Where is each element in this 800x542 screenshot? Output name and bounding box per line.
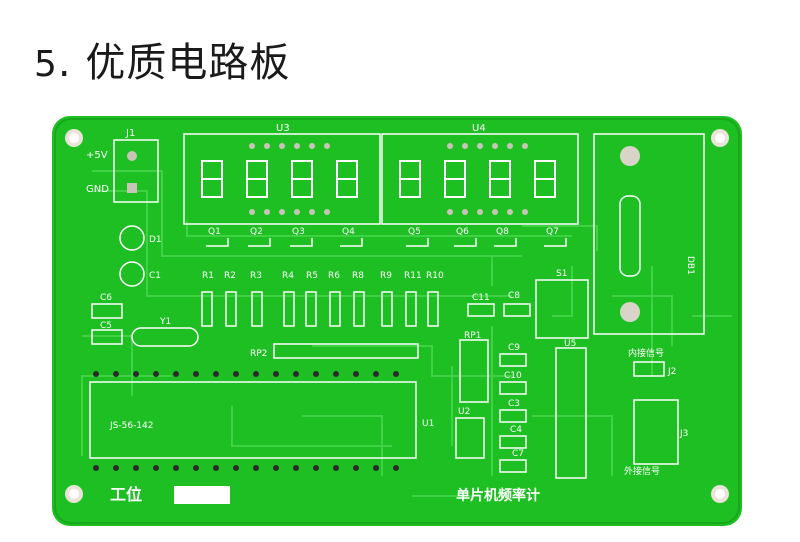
d1-outline <box>119 225 145 251</box>
label-inner-signal: 内接信号 <box>628 347 664 359</box>
label-u5: U5 <box>564 339 576 349</box>
c8-outline <box>503 303 531 317</box>
label-j3: J3 <box>679 429 688 439</box>
label-j2: J2 <box>667 367 676 377</box>
resistor-outlines <box>201 291 439 327</box>
u3-outline <box>183 133 381 225</box>
label-y1: Y1 <box>159 317 171 327</box>
board-mask <box>52 116 742 526</box>
heading-number: 5 <box>34 44 58 85</box>
u4-outline <box>381 133 579 225</box>
label-q7: Q7 <box>546 227 559 237</box>
pcb-board: J1 +5V GND U3 U4 DB1 D1 C1 C6 C5 Y1 Q1 Q… <box>52 116 742 526</box>
label-q5: Q5 <box>408 227 421 237</box>
u5-outline <box>555 347 587 479</box>
label-r4: R4 <box>282 271 294 281</box>
label-gnd: GND <box>86 184 109 195</box>
label-r3: R3 <box>250 271 262 281</box>
transistor-labels: Q1 Q2 Q3 Q4 Q5 Q6 Q8 Q7 <box>208 227 559 237</box>
label-c1: C1 <box>149 271 161 281</box>
seven-segment-digits <box>201 160 556 198</box>
label-outer-signal: 外接信号 <box>624 465 660 477</box>
label-c6: C6 <box>100 293 112 303</box>
rp1-outline <box>459 339 489 403</box>
label-u2: U2 <box>458 407 470 417</box>
label-q4: Q4 <box>342 227 355 237</box>
label-u1: U1 <box>422 419 434 429</box>
label-board-title: 单片机频率计 <box>456 487 540 504</box>
u2-outline <box>455 417 485 459</box>
label-c10: C10 <box>504 371 522 381</box>
db1-hole-bottom <box>620 302 640 322</box>
transistor-outlines <box>206 238 567 247</box>
board-edge <box>54 118 740 524</box>
label-r1: R1 <box>202 271 214 281</box>
label-q2: Q2 <box>250 227 263 237</box>
j2-outline <box>633 361 665 377</box>
j3-outline <box>633 399 679 465</box>
label-plus5v: +5V <box>86 150 108 161</box>
label-q1: Q1 <box>208 227 221 237</box>
label-c7: C7 <box>512 449 524 459</box>
c9-outline <box>499 353 527 367</box>
rp2-outline <box>273 343 419 359</box>
label-c8: C8 <box>508 291 520 301</box>
j1-outline <box>113 139 159 203</box>
c3-outline <box>499 409 527 423</box>
db1-hole-top <box>620 146 640 166</box>
label-r9: R9 <box>380 271 392 281</box>
db1-outline <box>593 133 705 335</box>
label-r8: R8 <box>352 271 364 281</box>
label-u3: U3 <box>276 123 290 134</box>
label-station: 工位 <box>110 485 142 504</box>
y1-outline <box>131 327 199 347</box>
label-c3: C3 <box>508 399 520 409</box>
mounting-holes <box>65 129 729 503</box>
display-pads <box>249 143 528 215</box>
label-s1: S1 <box>556 269 567 279</box>
label-r2: R2 <box>224 271 236 281</box>
c1-outline <box>119 261 145 287</box>
label-q8: Q8 <box>496 227 509 237</box>
u1-outline <box>89 381 417 459</box>
label-rp1: RP1 <box>464 331 481 341</box>
label-j1: J1 <box>125 128 135 139</box>
label-q3: Q3 <box>292 227 305 237</box>
u1-pads <box>93 371 399 471</box>
station-blank-box <box>174 486 230 504</box>
c5-outline <box>91 329 123 345</box>
c6-outline <box>91 303 123 319</box>
c7-outline <box>499 459 527 473</box>
label-r6: R6 <box>328 271 340 281</box>
label-r10: R10 <box>426 271 444 281</box>
label-c4: C4 <box>510 425 522 435</box>
label-db1: DB1 <box>685 256 695 275</box>
label-c9: C9 <box>508 343 520 353</box>
label-q6: Q6 <box>456 227 469 237</box>
label-d1: D1 <box>149 235 162 245</box>
label-c5: C5 <box>100 321 112 331</box>
label-r11: R11 <box>404 271 422 281</box>
label-rp2: RP2 <box>250 349 267 359</box>
page-heading: 5. 优质电路板 <box>34 30 290 88</box>
j1-pad-2 <box>127 183 137 193</box>
label-chip: JS-56-142 <box>109 421 154 431</box>
db1-body <box>619 195 641 277</box>
resistor-labels: R1 R2 R3 R4 R5 R6 R8 R9 R11 R10 <box>202 271 444 281</box>
j1-pad-1 <box>127 151 137 161</box>
c4-outline <box>499 435 527 449</box>
label-r5: R5 <box>306 271 318 281</box>
c10-outline <box>499 381 527 395</box>
pcb-board-photo: J1 +5V GND U3 U4 DB1 D1 C1 C6 C5 Y1 Q1 Q… <box>52 116 742 526</box>
s1-outline <box>535 279 589 339</box>
heading-text: 优质电路板 <box>85 40 291 86</box>
heading-dot: . <box>57 40 72 86</box>
label-u4: U4 <box>472 123 486 134</box>
c11-outline <box>467 303 495 317</box>
label-c11: C11 <box>472 293 490 303</box>
